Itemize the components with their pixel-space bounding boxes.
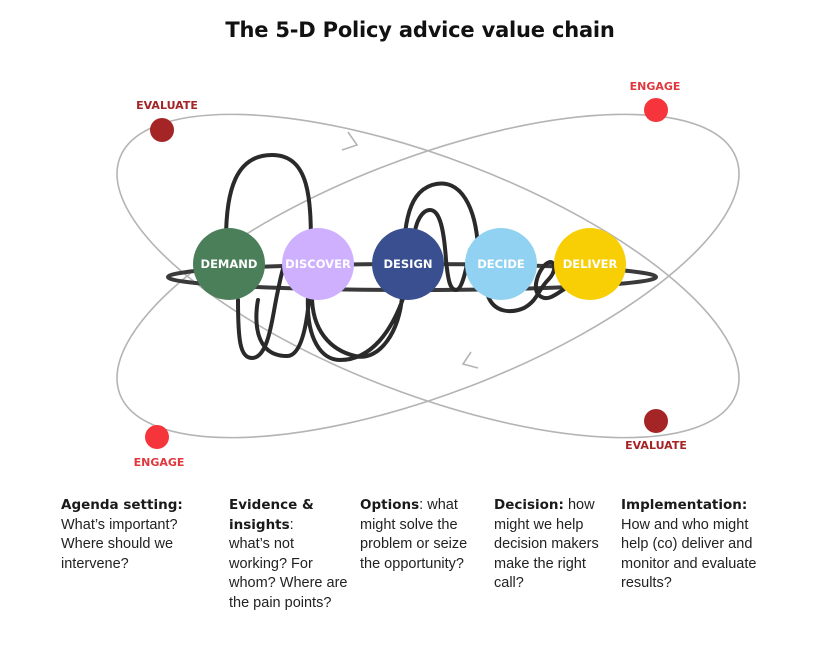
description-body: how might we help decision makers make t… [494,497,599,591]
stage-decide-label: DECIDE [477,257,525,271]
description-evidence-insights: Evidence & insights: what’s not working?… [229,496,349,613]
engage-label-top: ENGAGE [630,80,681,93]
stage-decide[interactable]: DECIDE [465,228,537,300]
description-body: what might solve the problem or seize th… [360,497,468,572]
engage-label-bottom: ENGAGE [134,456,185,469]
stage-design-circle [372,228,444,300]
evaluate-label-top: EVALUATE [136,99,198,112]
evaluate-dot-icon [150,118,174,142]
stage-discover-circle [282,228,354,300]
description-heading-suffix: : [289,516,294,533]
description-options: Options: what might solve the problem or… [360,496,482,574]
stage-deliver[interactable]: DELIVER [554,228,626,300]
description-heading: Decision: [494,497,564,513]
orbit-arrow-right-icon [341,131,359,151]
description-agenda-setting: Agenda setting: What’s important? Where … [61,496,221,574]
stage-deliver-circle [554,228,626,300]
marker-evaluate-top-left: EVALUATE [136,99,198,142]
orbit-arrow-left-icon [461,351,479,369]
description-body: what’s not working? For whom? Where are … [229,536,348,611]
stage-discover[interactable]: DISCOVER [282,228,354,300]
stage-decide-circle [465,228,537,300]
description-body: How and who might help (co) deliver and … [621,516,757,592]
description-heading: Implementation: [621,497,748,513]
stage-design[interactable]: DESIGN [372,228,444,300]
description-heading-suffix: : [419,497,424,513]
stage-demand-circle [193,228,265,300]
description-heading: Agenda setting: [61,497,183,513]
description-heading: Options [360,497,420,513]
description-implementation: Implementation: How and who might help (… [621,496,761,594]
marker-engage-bottom-left: ENGAGE [134,425,185,469]
engage-dot-icon [644,98,668,122]
engage-dot-icon [145,425,169,449]
stage-discover-label: DISCOVER [285,257,351,271]
stage-demand[interactable]: DEMAND [193,228,265,300]
orbit-evaluate [116,113,740,439]
marker-engage-top-right: ENGAGE [630,80,681,122]
orbit-engage [116,113,740,439]
evaluate-label-bottom: EVALUATE [625,439,687,452]
stage-deliver-label: DELIVER [563,257,618,271]
diagram-title: The 5-D Policy advice value chain [225,18,615,42]
stage-demand-label: DEMAND [201,257,258,271]
marker-evaluate-bottom-right: EVALUATE [625,409,687,452]
description-heading: Evidence & insights [229,497,314,533]
evaluate-dot-icon [644,409,668,433]
description-decision: Decision: how might we help decision mak… [494,496,610,594]
stage-design-label: DESIGN [383,257,432,271]
description-body: What’s important? Where should we interv… [61,516,178,572]
